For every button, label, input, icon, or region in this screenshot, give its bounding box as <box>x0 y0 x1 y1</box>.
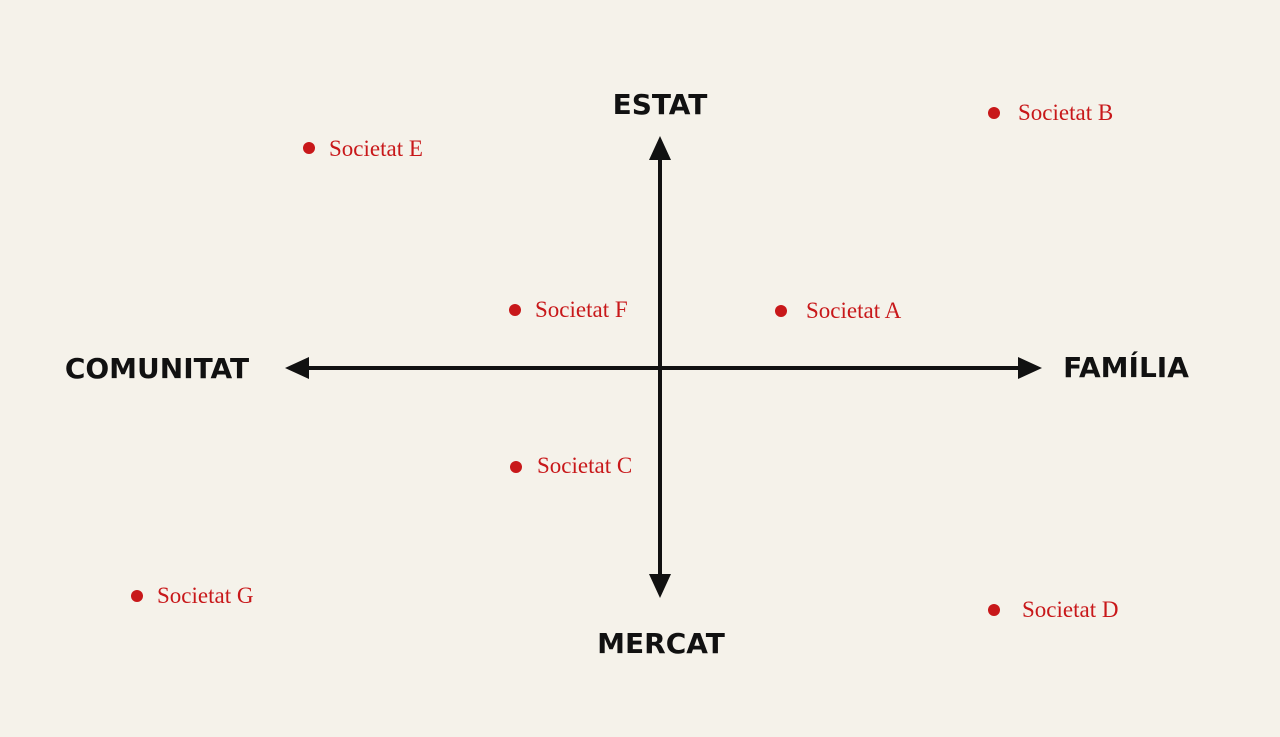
arrow-down-icon <box>649 574 671 598</box>
point-label: Societat A <box>806 298 902 323</box>
point-marker <box>988 604 1000 616</box>
point-marker <box>509 304 521 316</box>
point-label: Societat B <box>1018 100 1113 125</box>
axis-label-bottom: MERCAT <box>597 627 725 660</box>
point-societat-a: Societat A <box>775 298 902 323</box>
point-societat-f: Societat F <box>509 297 628 322</box>
point-societat-g: Societat G <box>131 583 253 608</box>
arrow-left-icon <box>285 357 309 379</box>
point-societat-e: Societat E <box>303 136 423 161</box>
point-societat-d: Societat D <box>988 597 1118 622</box>
point-label: Societat D <box>1022 597 1118 622</box>
point-societat-b: Societat B <box>988 100 1113 125</box>
arrow-up-icon <box>649 136 671 160</box>
axis-label-right: FAMÍLIA <box>1063 350 1189 384</box>
point-label: Societat F <box>535 297 628 322</box>
point-marker <box>510 461 522 473</box>
point-marker <box>775 305 787 317</box>
point-label: Societat G <box>157 583 253 608</box>
arrow-right-icon <box>1018 357 1042 379</box>
point-label: Societat C <box>537 453 632 478</box>
point-label: Societat E <box>329 136 423 161</box>
axis-label-top: ESTAT <box>613 88 708 121</box>
axis-label-left: COMUNITAT <box>65 352 249 385</box>
point-marker <box>131 590 143 602</box>
point-marker <box>988 107 1000 119</box>
point-societat-c: Societat C <box>510 453 632 478</box>
point-marker <box>303 142 315 154</box>
